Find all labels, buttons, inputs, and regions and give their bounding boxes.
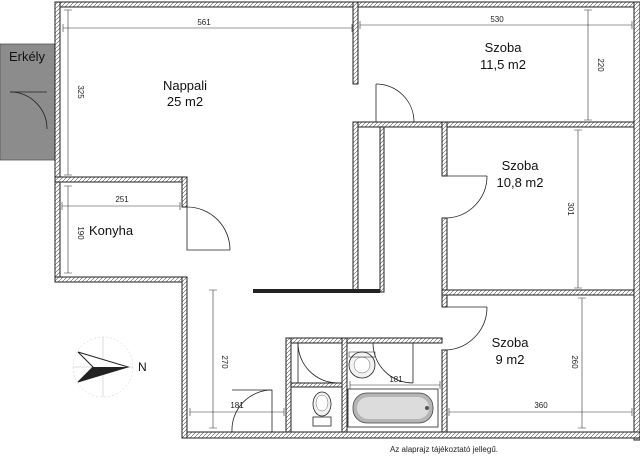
bathtub-icon (347, 388, 439, 428)
dim-220: 220 (596, 58, 605, 72)
room-area-szoba3: 9 m2 (496, 352, 525, 367)
room-area-szoba2: 10,8 m2 (497, 175, 544, 190)
dim-251: 251 (115, 195, 129, 204)
fixtures (312, 351, 439, 428)
dim-181-bath: 181 (389, 375, 403, 384)
room-area-szoba1: 11,5 m2 (480, 57, 526, 72)
room-name-szoba2: Szoba (502, 158, 540, 173)
sink-icon (348, 351, 376, 379)
doors (186, 83, 488, 433)
room-name-szoba1: Szoba (485, 40, 523, 55)
dim-190: 190 (76, 226, 85, 240)
interior-walls (54, 1, 635, 433)
room-area-nappali: 25 m2 (167, 94, 203, 109)
toilet-icon (312, 391, 332, 427)
dim-260: 260 (570, 355, 579, 369)
compass-north-label: N (138, 360, 147, 374)
dimension-lines (61, 9, 633, 429)
compass-icon: N (72, 336, 147, 398)
dim-181-entrance: 181 (230, 401, 244, 410)
dim-530: 530 (490, 15, 504, 24)
disclaimer-note: Az alaprajz tájékoztató jellegű. (390, 445, 498, 454)
dim-561: 561 (197, 18, 211, 27)
room-name-szoba3: Szoba (492, 335, 530, 350)
outer-walls (54, 1, 640, 441)
dim-301: 301 (566, 202, 575, 216)
dim-270: 270 (220, 355, 229, 369)
room-name-nappali: Nappali (163, 78, 207, 93)
balcony: Erkély (0, 43, 56, 161)
dim-325: 325 (76, 85, 85, 99)
dim-360: 360 (534, 401, 548, 410)
room-name-konyha: Konyha (89, 223, 134, 238)
balcony-label: Erkély (9, 49, 46, 64)
